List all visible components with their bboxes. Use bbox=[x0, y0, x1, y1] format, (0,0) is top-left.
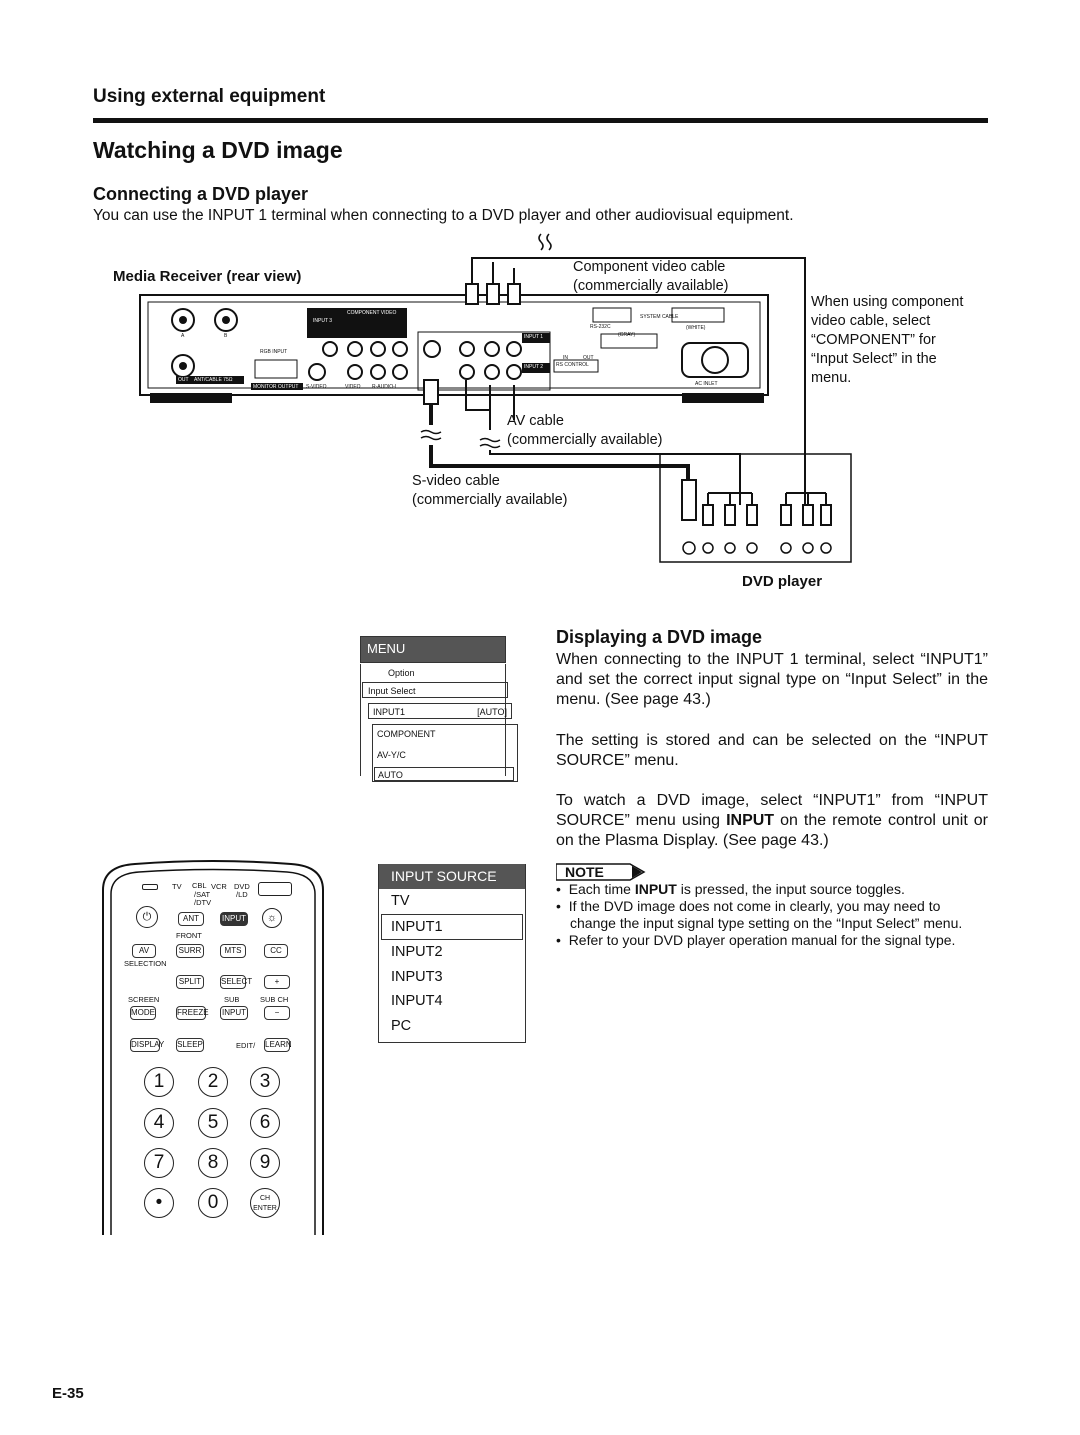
digit-8-button[interactable]: 8 bbox=[198, 1148, 228, 1178]
digit-9-button[interactable]: 9 bbox=[250, 1148, 280, 1178]
digit-1-button[interactable]: 1 bbox=[144, 1067, 174, 1097]
brightness-icon[interactable]: ☼ bbox=[262, 908, 282, 928]
power-button[interactable]: ⏻ bbox=[136, 906, 158, 928]
source-input4[interactable]: INPUT4 bbox=[391, 993, 443, 1009]
dot-button[interactable]: • bbox=[144, 1188, 174, 1218]
av-button[interactable]: AV bbox=[132, 944, 156, 958]
surr-button[interactable]: SURR bbox=[176, 944, 204, 958]
section-title: Using external equipment bbox=[93, 86, 326, 107]
menu-input-select[interactable]: Input Select bbox=[362, 682, 508, 698]
displaying-title: Displaying a DVD image bbox=[556, 627, 763, 647]
learn-button[interactable]: LEARN bbox=[264, 1038, 292, 1052]
menu-screen: MENU Option Input Select INPUT1[AUTO] CO… bbox=[360, 636, 520, 794]
digit-4-button[interactable]: 4 bbox=[144, 1108, 174, 1138]
split-button[interactable]: SPLIT bbox=[176, 975, 204, 989]
sub-input-button[interactable]: INPUT bbox=[220, 1006, 248, 1020]
remote-control: TV CBL /SAT /DTV VCR DVD /LD ⏻ ANT INPUT… bbox=[98, 862, 326, 1230]
menu-header: MENU bbox=[360, 636, 506, 663]
digit-2-button[interactable]: 2 bbox=[198, 1067, 228, 1097]
menu-input1-row[interactable]: INPUT1[AUTO] bbox=[368, 703, 512, 719]
connecting-title: Connecting a DVD player bbox=[93, 184, 309, 204]
note-item-2: • If the DVD image does not come in clea… bbox=[556, 898, 963, 931]
digit-6-button[interactable]: 6 bbox=[250, 1108, 280, 1138]
source-input1[interactable]: INPUT1 bbox=[381, 913, 523, 940]
display-button[interactable]: DISPLAY bbox=[130, 1038, 164, 1052]
menu-choice-avyc[interactable]: AV-Y/C bbox=[377, 750, 406, 760]
receiver-label: Media Receiver (rear view) bbox=[113, 268, 302, 285]
component-cable-label: Component video cable (commercially avai… bbox=[573, 259, 729, 294]
sleep-button[interactable]: SLEEP bbox=[176, 1038, 204, 1052]
sub-ch-plus-button[interactable]: + bbox=[264, 975, 290, 989]
ant-button[interactable]: ANT bbox=[178, 912, 204, 926]
input-source-screen: INPUT SOURCE TV INPUT1 INPUT2 INPUT3 INP… bbox=[378, 864, 526, 1043]
av-cable-label: AV cable (commercially available) bbox=[507, 413, 663, 448]
select-button[interactable]: SELECT bbox=[220, 975, 252, 989]
connection-diagram bbox=[139, 233, 852, 563]
note-item-1: • Each time INPUT is pressed, the input … bbox=[556, 881, 905, 897]
source-tv[interactable]: TV bbox=[391, 893, 410, 909]
page-title: Watching a DVD image bbox=[93, 137, 343, 163]
note-item-3: • Refer to your DVD player operation man… bbox=[556, 932, 956, 948]
displaying-para3: To watch a DVD image, select “INPUT1” fr… bbox=[556, 792, 988, 849]
digit-7-button[interactable]: 7 bbox=[144, 1148, 174, 1178]
digit-0-button[interactable]: 0 bbox=[198, 1188, 228, 1218]
note-badge bbox=[556, 863, 646, 881]
displaying-para2: The setting is stored and can be selecte… bbox=[556, 732, 988, 769]
note-list: • Each time INPUT is pressed, the input … bbox=[556, 881, 988, 949]
displaying-para1: When connecting to the INPUT 1 terminal,… bbox=[556, 651, 988, 708]
digit-5-button[interactable]: 5 bbox=[198, 1108, 228, 1138]
page-number: E-35 bbox=[52, 1385, 84, 1402]
note-label: NOTE bbox=[565, 864, 604, 880]
menu-option: Option bbox=[388, 668, 415, 678]
menu-choice-component[interactable]: COMPONENT bbox=[377, 729, 436, 739]
mode-switch[interactable] bbox=[258, 882, 292, 896]
freeze-button[interactable]: FREEZE bbox=[176, 1006, 209, 1020]
menu-choice-auto[interactable]: AUTO bbox=[374, 767, 514, 781]
mts-button[interactable]: MTS bbox=[220, 944, 246, 958]
source-input2[interactable]: INPUT2 bbox=[391, 944, 443, 960]
screen-mode-button[interactable]: MODE bbox=[130, 1006, 156, 1020]
input-button[interactable]: INPUT bbox=[220, 912, 248, 926]
remote-outline bbox=[102, 860, 324, 1235]
digit-3-button[interactable]: 3 bbox=[250, 1067, 280, 1097]
source-input3[interactable]: INPUT3 bbox=[391, 968, 443, 985]
indicator-light bbox=[142, 884, 158, 890]
cc-button[interactable]: CC bbox=[264, 944, 288, 958]
header-rule bbox=[93, 118, 988, 123]
source-pc[interactable]: PC bbox=[391, 1017, 412, 1034]
svideo-cable-label: S-video cable (commercially available) bbox=[412, 473, 568, 508]
input-source-header: INPUT SOURCE bbox=[379, 864, 525, 889]
connecting-intro: You can use the INPUT 1 terminal when co… bbox=[93, 207, 794, 224]
dvd-player-label: DVD player bbox=[742, 573, 823, 590]
component-note: When using component video cable, select… bbox=[811, 294, 964, 386]
sub-ch-minus-button[interactable]: − bbox=[264, 1006, 290, 1020]
menu-choices bbox=[372, 724, 518, 782]
